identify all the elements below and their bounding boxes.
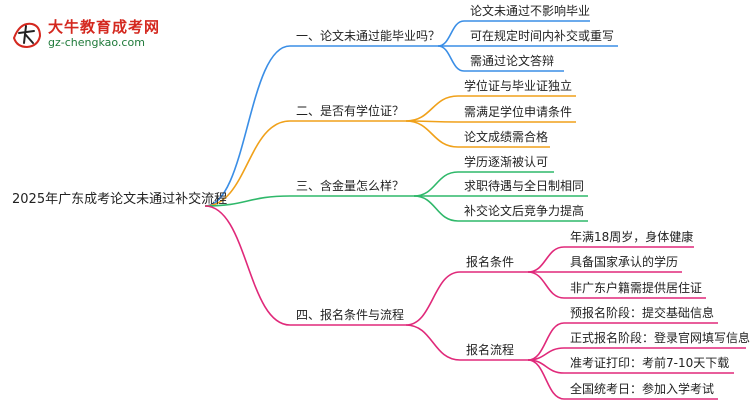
leaf-node: 准考证打印：考前7-10天下载	[570, 356, 730, 370]
leaf-node: 论文未通过不影响毕业	[470, 4, 591, 18]
leaf-node: 学位证与毕业证独立	[464, 79, 573, 93]
root-node: 2025年广东成考论文未通过补交流程	[12, 192, 228, 207]
leaf-node: 论文成绩需合格	[464, 130, 549, 144]
leaf-node: 需满足学位申请条件	[464, 105, 573, 119]
group-connector	[405, 324, 461, 361]
leaf-node: 可在规定时间内补交或重写	[470, 29, 615, 43]
branch-node: 四、报名条件与流程	[296, 308, 405, 322]
leaf-node: 非广东户籍需提供居住证	[570, 281, 703, 295]
logo-title: 大牛教育成考网	[48, 18, 161, 36]
leaf-connector	[413, 171, 459, 197]
leaf-connector	[527, 359, 565, 400]
leaf-connector	[405, 120, 459, 148]
leaf-node: 预报名阶段：提交基础信息	[570, 306, 715, 320]
leaf-node: 需通过论文答辩	[470, 54, 555, 68]
group-node: 报名流程	[466, 343, 515, 357]
leaf-node: 全国统考日：参加入学考试	[570, 382, 715, 396]
site-logo: 大牛教育成考网 gz-chengkao.com	[10, 16, 170, 56]
leaf-connector	[437, 45, 465, 72]
leaf-node: 具备国家承认的学历	[570, 255, 679, 269]
branch-connector	[204, 205, 291, 326]
leaf-connector	[437, 20, 465, 47]
branch-node: 一、论文未通过能毕业吗？	[296, 29, 441, 43]
leaf-node: 补交论文后竞争力提高	[464, 204, 585, 218]
leaf-node: 求职待遇与全日制相同	[464, 179, 585, 193]
branch-connector	[204, 120, 291, 207]
leaf-connector	[405, 95, 459, 122]
group-node: 报名条件	[466, 255, 515, 269]
branch-node: 二、是否有学位证？	[296, 104, 405, 118]
leaf-connector	[413, 195, 459, 222]
branch-node: 三、含金量怎么样？	[296, 179, 405, 193]
leaf-connector	[527, 271, 565, 299]
group-connector	[405, 271, 461, 326]
leaf-connector	[527, 246, 565, 273]
logo-mark-icon	[12, 22, 42, 49]
leaf-node: 学历逐渐被认可	[464, 155, 549, 169]
logo-url: gz-chengkao.com	[48, 36, 145, 49]
branch-connector	[204, 195, 291, 207]
leaf-node: 正式报名阶段：登录官网填写信息	[570, 331, 750, 345]
branch-connector	[204, 45, 291, 207]
leaf-node: 年满18周岁，身体健康	[570, 230, 694, 244]
